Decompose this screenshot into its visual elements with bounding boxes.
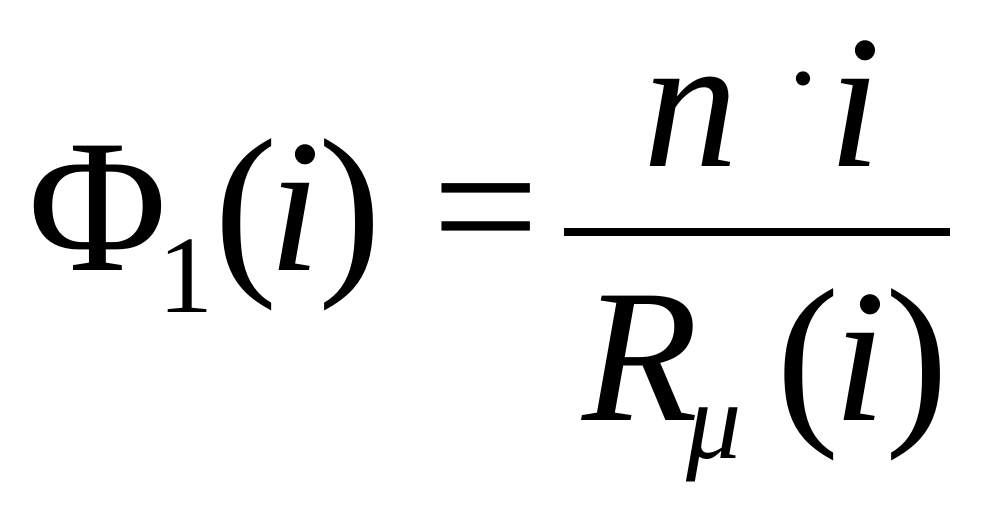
denominator-argument: i [833,252,886,462]
multiplication-dot: · [783,11,823,144]
equals-sign: = [432,102,540,312]
denominator-close-paren: ) [885,252,949,462]
fraction-bar [564,228,950,236]
lhs-open-paren: ( [214,102,278,312]
phi-subscript: 1 [158,214,213,336]
numerator-i: i [828,0,881,208]
lhs-argument: i [268,102,321,312]
lhs-close-paren: ) [318,102,382,312]
phi-symbol: Φ [28,102,167,312]
denominator-r: R [582,252,699,462]
numerator-n: n [643,0,738,208]
denominator-open-paren: ( [776,252,840,462]
denominator-mu-subscript: μ [686,360,742,482]
